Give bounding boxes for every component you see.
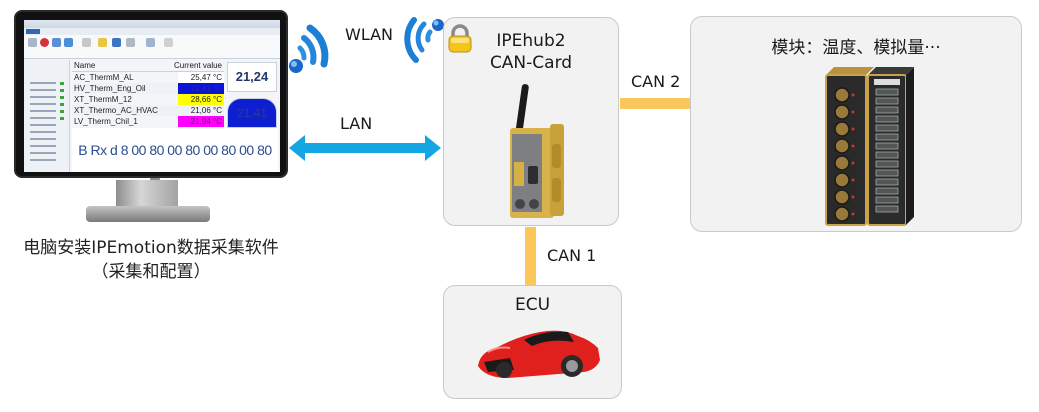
ipehub2-device-icon [510,84,564,218]
modules-box: 模块：温度、模拟量··· [690,16,1022,232]
can-trace: B Rx d 8 00 80 00 80 00 80 00 80 [72,128,278,172]
can1-bus-line [525,227,536,286]
tree-item [30,96,56,98]
lan-arrow [289,135,441,161]
monitor-stand-neck [116,180,178,208]
tree-item [30,145,56,147]
tree-item [30,103,56,105]
check-icon [60,89,64,92]
record-icon [40,38,49,47]
display-value: 21,24 [235,69,269,84]
channel-name: AC_ThermM_AL [74,73,134,82]
tree-item [30,124,56,126]
can2-label: CAN 2 [631,72,681,91]
ribbon-icon [164,38,173,47]
check-icon [60,96,64,99]
hub-title-line-2: CAN-Card [489,53,573,73]
tree-item [30,110,56,112]
tree-item [30,131,56,133]
table-row: XT_Thermo_AC_HVAC 21,06 °C [72,105,224,116]
monitor-icon [64,38,73,47]
window-titlebar [24,20,280,28]
check-icon [60,103,64,106]
caption-line-2: （采集和配置） [91,262,211,282]
gauge-display: 21,41 [227,98,277,128]
computer-caption: 电脑安装IPEmotion数据采集软件 （采集和配置） [0,236,302,284]
check-icon [60,117,64,120]
ribbon-icon [126,38,135,47]
computer-monitor: Name Current value AC_ThermM_AL 25,47 °C… [14,10,288,181]
channel-name: HV_Therm_Eng_Oil [74,84,146,93]
table-row: LV_Therm_Chil_1 21,94 °C [72,116,224,127]
tree-item [30,82,56,84]
can2-bus-line [620,98,691,109]
ipemotion-screen: Name Current value AC_ThermM_AL 25,47 °C… [24,20,280,172]
hub-title-line-1: IPEhub2 [496,31,566,51]
channel-name: LV_Therm_Chil_1 [74,117,138,126]
ribbon-icon [28,38,37,47]
lan-label: LAN [340,114,373,133]
hub-title: IPEhub2 CAN-Card [444,30,618,74]
channel-value: 25,47 °C [178,72,224,83]
channel-value: 28,66 °C [178,94,224,105]
can1-label: CAN 1 [547,246,597,265]
channel-tree [24,60,70,172]
monitor-logo [150,178,160,181]
ipehub2-box: IPEhub2 CAN-Card [443,17,619,226]
channel-value: 21,06 °C [190,106,222,115]
tree-item [30,89,56,91]
ribbon-icon [112,38,121,47]
tree-item [30,159,56,161]
file-tab [26,29,40,34]
channel-table: Name Current value AC_ThermM_AL 25,47 °C… [72,60,224,127]
check-icon [60,82,64,85]
measurement-modules-icon [825,67,914,226]
ribbon-icon [82,38,91,47]
gauge-value: 21,41 [236,106,268,120]
ecu-title: ECU [514,295,551,315]
channel-value: 21,94 °C [178,116,224,127]
wlan-label: WLAN [345,25,394,44]
ribbon-icon [52,38,61,47]
wifi-icon-computer [289,24,329,73]
ecu-box: ECU [443,285,622,399]
caption-line-1: 电脑安装IPEmotion数据采集软件 [23,238,279,258]
channel-value: 21,41 °C [178,83,224,94]
header-current-value: Current value [173,61,222,70]
tree-item [30,117,56,119]
lock-icon [448,24,472,53]
tree-item [30,138,56,140]
ribbon-icon [146,38,155,47]
check-icon [60,110,64,113]
header-name: Name [74,61,96,70]
table-row: AC_ThermM_AL 25,47 °C [72,72,224,83]
channel-name: XT_Thermo_AC_HVAC [74,106,158,115]
wifi-icon-hub [404,17,444,63]
modules-title: 模块：温度、模拟量··· [771,38,941,58]
ribbon-tabs [24,28,280,35]
car-icon [478,330,600,378]
table-header: Name Current value [72,60,224,72]
trace-text: B Rx d 8 00 80 00 80 00 80 00 80 [78,142,272,158]
ribbon-toolbar [24,35,280,59]
channel-name: XT_ThermM_12 [74,95,132,104]
table-row: XT_ThermM_12 28,66 °C [72,94,224,105]
table-row: HV_Therm_Eng_Oil 21,41 °C [72,83,224,94]
tree-item [30,152,56,154]
ribbon-icon [98,38,107,47]
digital-display: 21,24 [227,62,277,92]
monitor-stand-base [86,206,210,222]
